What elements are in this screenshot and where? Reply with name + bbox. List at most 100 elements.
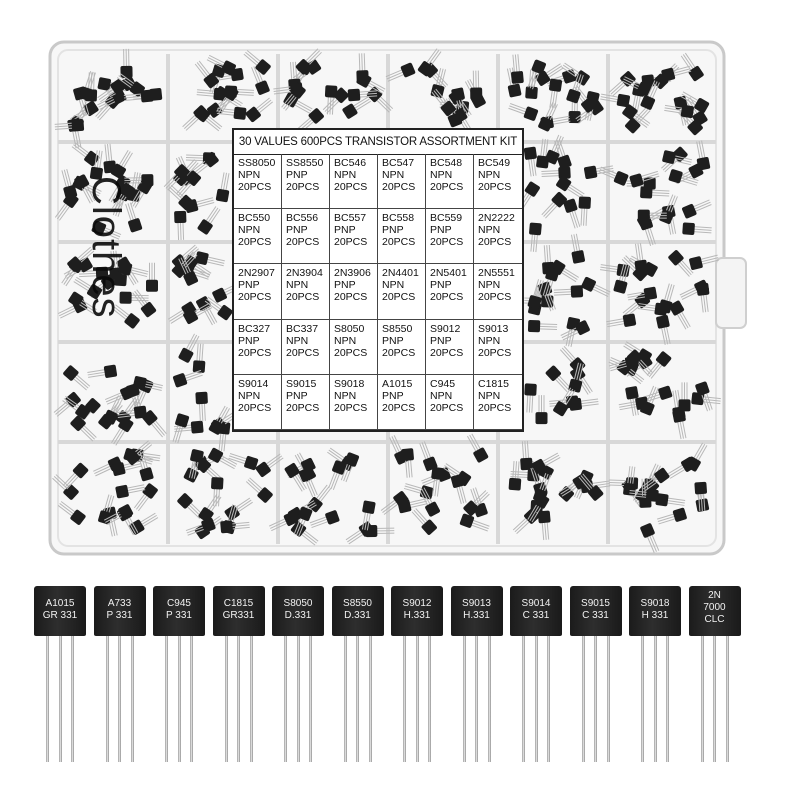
loose-transistor	[298, 467, 318, 498]
loose-transistor-lead	[444, 465, 460, 477]
loose-transistor-lead	[328, 449, 344, 461]
label-cell-qty: 20PCS	[382, 181, 416, 193]
loose-transistor-lead	[59, 503, 75, 515]
loose-transistor-lead	[703, 393, 711, 411]
label-cell-type: NPN	[382, 279, 405, 292]
loose-transistor-lead	[57, 305, 75, 315]
loose-transistor-lead	[680, 177, 698, 184]
loose-transistor	[365, 524, 395, 538]
transistor-lead	[547, 636, 550, 762]
loose-transistor-lead	[578, 363, 584, 382]
loose-transistor-lead	[474, 491, 488, 506]
loose-transistor-lead	[87, 371, 106, 376]
loose-transistor	[220, 520, 250, 534]
loose-transistor-lead	[672, 68, 691, 74]
loose-transistor-body	[575, 320, 590, 336]
loose-transistor-body	[128, 218, 143, 233]
loose-transistor	[662, 150, 693, 166]
loose-transistor-lead	[126, 517, 137, 535]
loose-transistor-body	[118, 261, 133, 276]
loose-transistor-lead	[191, 160, 206, 173]
transistor-marking-line1: S9018	[640, 598, 670, 609]
loose-transistor	[125, 202, 143, 233]
transistor-lead	[641, 636, 644, 762]
label-cell-type: PNP	[430, 279, 452, 292]
loose-transistor-lead	[71, 146, 87, 158]
loose-transistor-lead	[107, 143, 110, 162]
loose-transistor-body	[185, 170, 201, 186]
loose-transistor-lead	[281, 93, 294, 108]
loose-transistor-lead	[103, 229, 121, 238]
loose-transistor	[467, 433, 489, 463]
loose-transistor	[340, 452, 360, 483]
loose-transistor-lead	[186, 526, 204, 534]
loose-transistor-lead	[541, 473, 549, 492]
loose-transistor-lead	[528, 69, 532, 88]
loose-transistor-lead	[114, 194, 125, 210]
loose-transistor-body	[556, 176, 572, 192]
loose-transistor-body	[68, 291, 84, 307]
loose-transistor-lead	[560, 484, 577, 495]
loose-transistor-lead	[295, 101, 312, 112]
label-cell-qty: 20PCS	[430, 236, 464, 249]
loose-transistor-lead	[193, 302, 210, 313]
loose-transistor-lead	[413, 509, 427, 524]
loose-transistor-lead	[330, 471, 338, 490]
loose-transistor-body	[562, 69, 577, 84]
loose-transistor-lead	[375, 99, 390, 113]
loose-transistor-lead	[218, 488, 220, 507]
loose-transistor	[54, 192, 79, 221]
loose-transistor	[97, 78, 126, 103]
loose-transistor-body	[215, 188, 230, 203]
loose-transistor-lead	[186, 154, 205, 157]
loose-transistor-body	[146, 279, 158, 292]
loose-transistor	[431, 466, 445, 497]
loose-transistor	[533, 473, 551, 503]
loose-transistor-lead	[206, 261, 224, 267]
loose-transistor-lead	[110, 251, 114, 270]
loose-transistor-body	[545, 267, 560, 282]
loose-transistor-lead	[93, 463, 110, 472]
loose-transistor-lead	[251, 67, 259, 85]
label-cell-type: NPN	[238, 169, 261, 181]
loose-transistor-body	[507, 83, 522, 98]
loose-transistor-body	[688, 65, 704, 82]
loose-transistor-lead	[136, 289, 148, 305]
loose-transistor-lead	[296, 116, 312, 130]
loose-transistors	[52, 48, 721, 553]
loose-transistor-body	[333, 87, 349, 103]
loose-transistor-lead	[112, 192, 123, 209]
loose-transistor-lead	[292, 475, 303, 492]
transistor-lead	[165, 636, 168, 762]
loose-transistor-lead	[154, 419, 167, 435]
loose-transistor-body	[230, 67, 244, 82]
transistor-marking-line1: A733	[107, 598, 132, 609]
loose-transistor-lead	[133, 389, 143, 406]
loose-transistor-lead	[622, 301, 638, 314]
loose-transistor-lead	[629, 490, 648, 493]
loose-transistor-lead	[681, 174, 699, 182]
loose-transistor-lead	[319, 487, 332, 503]
loose-transistor	[566, 73, 584, 104]
label-cell-type: NPN	[382, 169, 405, 181]
loose-transistor-lead	[542, 139, 546, 157]
loose-transistor-lead	[229, 455, 247, 462]
loose-transistor-lead	[181, 244, 196, 258]
loose-transistor	[696, 282, 710, 313]
loose-transistor-lead	[460, 99, 472, 116]
loose-transistor	[208, 405, 230, 435]
loose-transistor-lead	[198, 60, 211, 76]
loose-transistor-lead	[144, 383, 163, 389]
loose-transistor-lead	[83, 97, 90, 115]
loose-transistor-lead	[667, 195, 676, 213]
transistor-marking-line1: 2N	[708, 590, 721, 601]
loose-transistor-lead	[271, 522, 288, 532]
loose-transistor-lead	[81, 299, 97, 311]
label-cell-type: PNP	[334, 224, 356, 237]
loose-transistor-lead	[580, 207, 583, 226]
loose-transistor-lead	[701, 140, 706, 159]
loose-transistor-body	[654, 467, 670, 484]
label-cell-part: 2N5401	[430, 267, 467, 280]
